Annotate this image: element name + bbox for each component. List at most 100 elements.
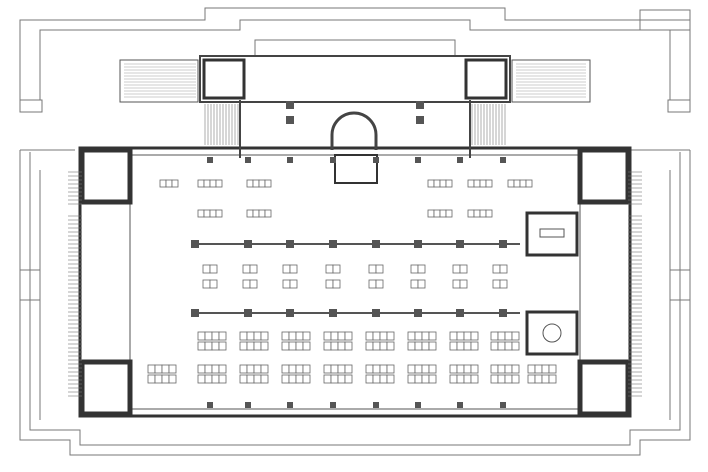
desk — [302, 374, 311, 384]
desk — [147, 374, 156, 384]
desk — [421, 341, 430, 351]
corner-block-tr — [639, 9, 691, 31]
desk — [159, 179, 167, 188]
desk — [147, 364, 156, 374]
desk — [375, 264, 384, 274]
desk — [479, 179, 487, 188]
desk — [211, 364, 220, 374]
desk — [497, 374, 506, 384]
desk — [288, 331, 297, 341]
reception-desk — [330, 111, 378, 150]
site-lines-right — [630, 149, 690, 420]
desk — [473, 179, 481, 188]
desk — [470, 364, 479, 374]
desk — [463, 374, 472, 384]
terrace-hatching — [124, 63, 586, 98]
desk — [246, 341, 255, 351]
desk — [470, 374, 479, 384]
desk — [202, 279, 211, 289]
stair-block-tl — [202, 58, 246, 100]
desk — [204, 374, 213, 384]
desk — [470, 341, 479, 351]
building — [68, 55, 642, 418]
desk — [264, 209, 272, 218]
column — [330, 157, 336, 163]
site-outline — [19, 7, 691, 456]
desk — [492, 279, 501, 289]
column — [287, 402, 293, 408]
desk — [492, 264, 501, 274]
desk — [386, 364, 395, 374]
desk — [470, 331, 479, 341]
column — [286, 101, 294, 109]
desk — [414, 374, 423, 384]
desk — [323, 341, 332, 351]
column — [191, 309, 199, 317]
desk — [239, 364, 248, 374]
desk — [282, 279, 291, 289]
desk — [428, 341, 437, 351]
desk — [417, 264, 426, 274]
desk — [211, 374, 220, 384]
column — [414, 240, 422, 248]
desk — [449, 364, 458, 374]
desk — [497, 341, 506, 351]
desk — [211, 331, 220, 341]
desk — [421, 374, 430, 384]
desk — [253, 331, 262, 341]
desk — [439, 179, 447, 188]
desk — [197, 179, 205, 188]
column — [457, 402, 463, 408]
desk — [215, 179, 223, 188]
desk — [452, 264, 461, 274]
desk — [414, 341, 423, 351]
desk — [541, 374, 550, 384]
desk — [507, 179, 515, 188]
round-table — [542, 323, 562, 343]
desk — [154, 364, 163, 374]
desk — [218, 364, 227, 374]
desk — [449, 331, 458, 341]
desk — [379, 364, 388, 374]
desk — [379, 341, 388, 351]
desk — [246, 179, 254, 188]
column — [457, 157, 463, 163]
desk — [372, 331, 381, 341]
column — [245, 157, 251, 163]
desk — [445, 179, 453, 188]
desk — [386, 341, 395, 351]
entrance-vestibule — [334, 154, 378, 184]
corner-block-tl — [19, 99, 43, 113]
desk — [344, 374, 353, 384]
desk — [249, 264, 258, 274]
desk — [344, 341, 353, 351]
desk — [427, 179, 435, 188]
desk — [513, 179, 521, 188]
meeting-table — [539, 228, 565, 238]
column — [500, 402, 506, 408]
site-boundary-inner — [39, 19, 671, 100]
desk — [365, 331, 374, 341]
desk — [197, 331, 206, 341]
column — [244, 309, 252, 317]
desk — [161, 364, 170, 374]
desk — [511, 364, 520, 374]
desk — [407, 374, 416, 384]
column — [286, 116, 294, 124]
desk — [323, 364, 332, 374]
desk — [289, 264, 298, 274]
desk — [253, 364, 262, 374]
desk — [449, 374, 458, 384]
desk — [459, 264, 468, 274]
desk — [218, 341, 227, 351]
desk — [407, 364, 416, 374]
site-lines-left — [20, 149, 75, 420]
desk — [260, 374, 269, 384]
stair-block-tr — [464, 58, 508, 100]
desk — [337, 341, 346, 351]
desk — [323, 331, 332, 341]
tables — [147, 179, 557, 384]
desk — [249, 279, 258, 289]
desk — [161, 374, 170, 384]
